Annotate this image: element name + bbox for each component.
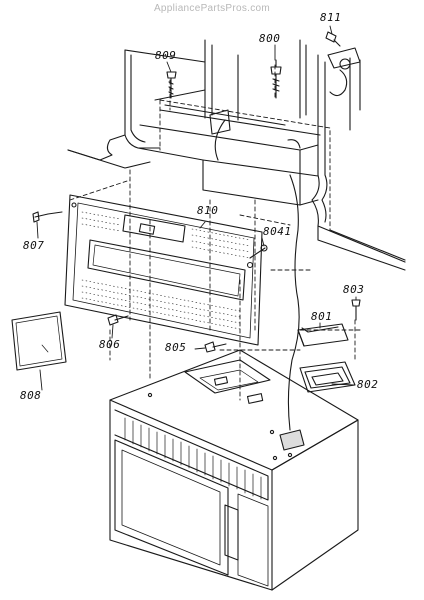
part-801 bbox=[297, 323, 349, 347]
callout-807: 807 bbox=[23, 239, 45, 252]
mounting-plate bbox=[64, 194, 263, 346]
callout-802: 802 bbox=[357, 378, 379, 391]
microwave-body bbox=[109, 349, 359, 591]
screw-807 bbox=[32, 211, 63, 223]
screw-811 bbox=[325, 31, 341, 47]
part-802 bbox=[299, 361, 356, 393]
callout-806: 806 bbox=[99, 338, 121, 351]
screw-803 bbox=[351, 299, 361, 321]
callout-810: 810 bbox=[197, 204, 219, 217]
screw-8041 bbox=[249, 244, 268, 259]
filter-808 bbox=[11, 311, 67, 371]
callout-801: 801 bbox=[311, 310, 333, 323]
watermark: AppliancePartsPros.com bbox=[153, 3, 271, 14]
power-cord bbox=[214, 119, 300, 431]
callout-808: 808 bbox=[20, 389, 42, 402]
callout-803: 803 bbox=[343, 283, 365, 296]
screw-809 bbox=[166, 71, 177, 99]
screw-805 bbox=[204, 341, 227, 353]
callout-811: 811 bbox=[320, 11, 342, 24]
callout-809: 809 bbox=[155, 49, 177, 62]
screw-806 bbox=[107, 314, 129, 326]
callout-8041: 8041 bbox=[263, 225, 292, 238]
bolt-800 bbox=[270, 59, 282, 99]
callout-805: 805 bbox=[165, 341, 187, 354]
callout-800: 800 bbox=[259, 32, 281, 45]
leader-lines bbox=[36, 25, 357, 391]
wall-cabinet-outline bbox=[67, 39, 406, 271]
